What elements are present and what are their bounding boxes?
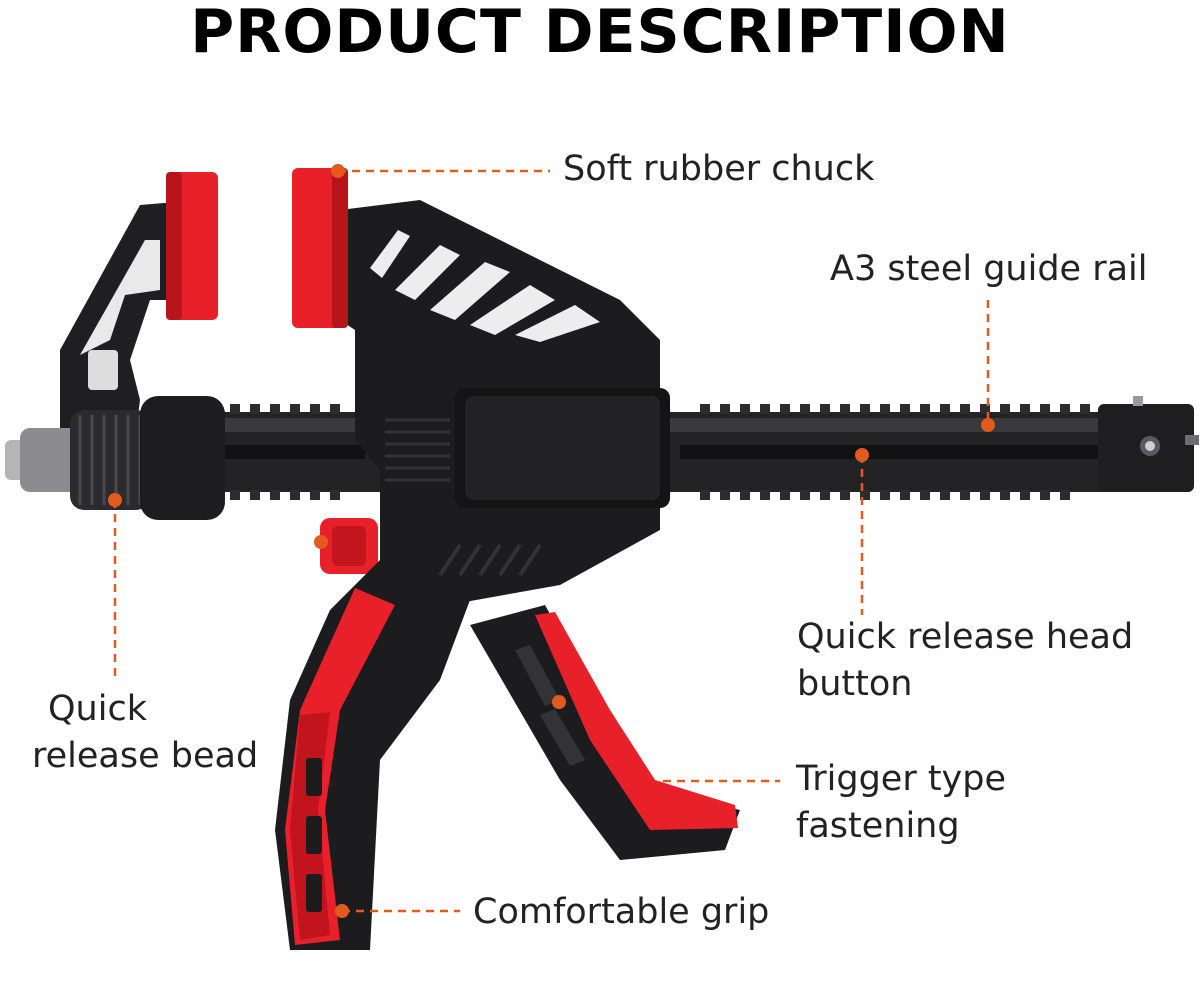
page-title: PRODUCT DESCRIPTION [190, 0, 1010, 67]
handle-grip [275, 560, 470, 950]
callout-trigger-type-line2: fastening [796, 806, 960, 846]
quick-release-bead [5, 396, 225, 520]
callout-trigger-type-line1: Trigger type [796, 759, 1007, 799]
quick-release-head-button [320, 518, 378, 574]
clamp-body [292, 168, 670, 610]
callout-soft-rubber-chuck: Soft rubber chuck [563, 149, 875, 189]
callout-steel-guide-rail: A3 steel guide rail [830, 249, 1148, 289]
callout-comfortable-grip: Comfortable grip [473, 892, 770, 932]
leader-lines [108, 164, 995, 918]
trigger [470, 605, 740, 860]
callout-quick-release-bead-line2: release bead [32, 736, 259, 776]
callout-quick-release-head-button-line1: Quick release head [797, 617, 1134, 657]
callout-quick-release-bead-line1: Quick [48, 689, 147, 729]
callout-quick-release-head-button-line2: button [797, 664, 913, 704]
